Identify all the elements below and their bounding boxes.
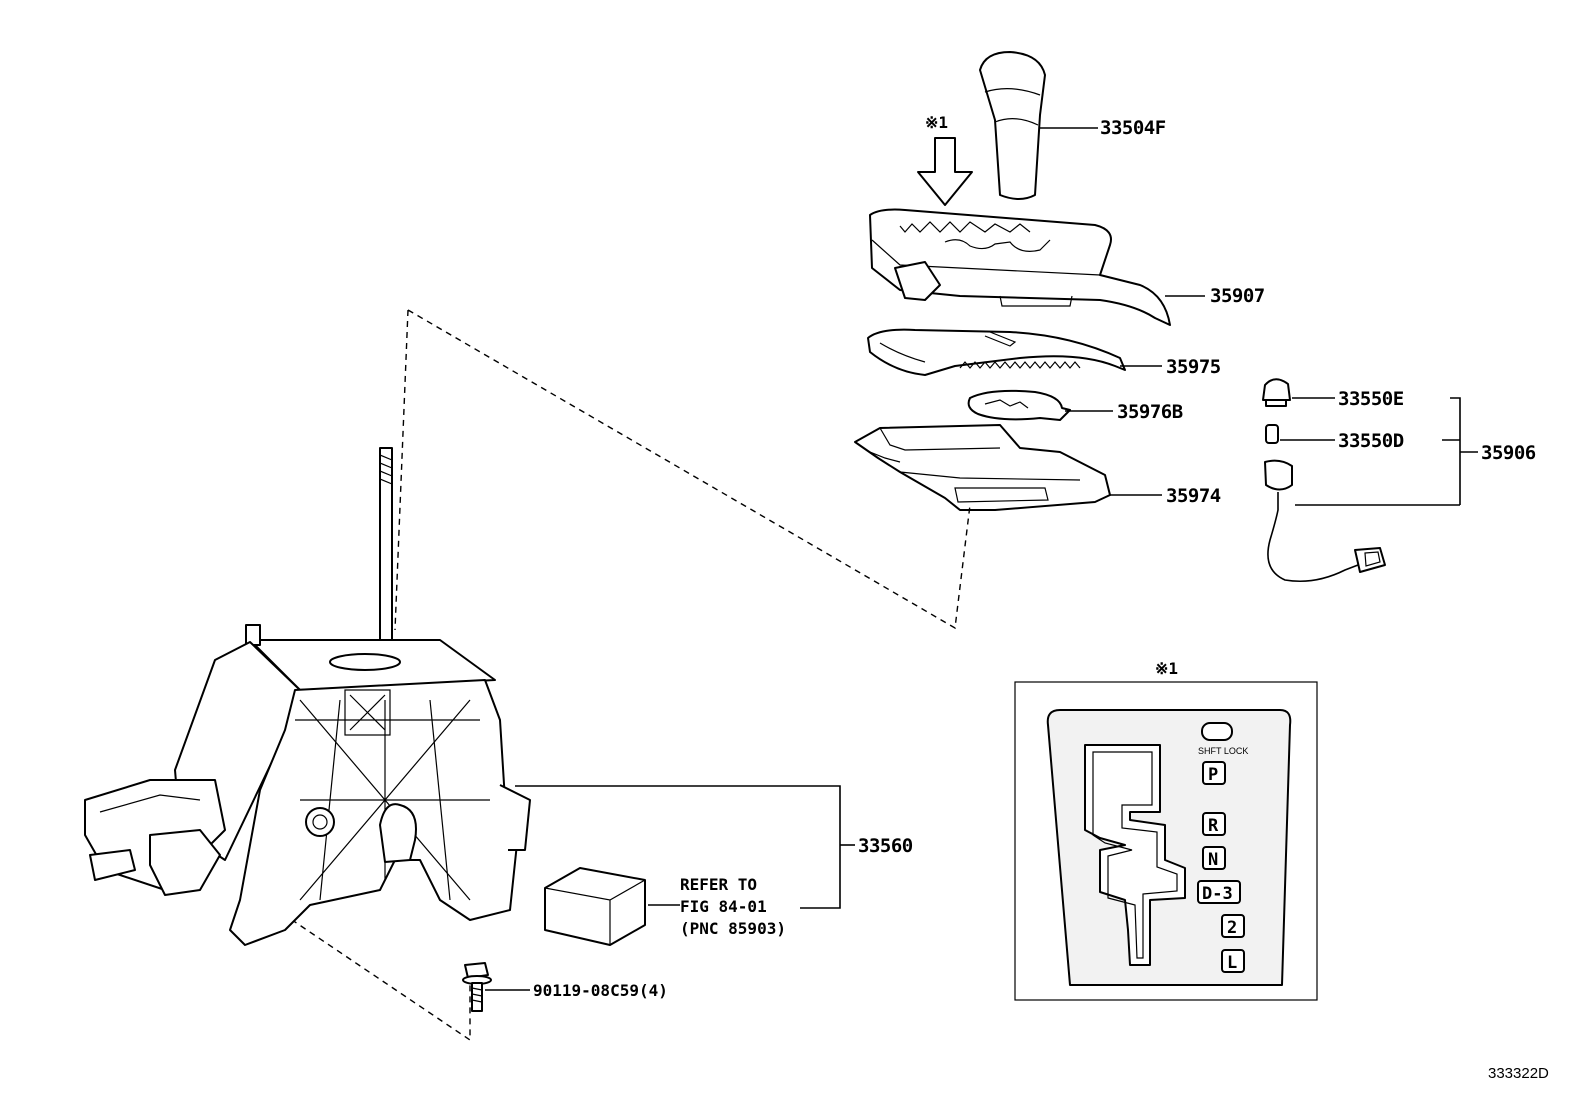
svg-text:P: P [1208, 765, 1218, 785]
socket-harness[interactable] [1264, 459, 1386, 583]
shift-gate-detail [1014, 681, 1318, 1001]
label-35974: 35974 [1166, 485, 1221, 507]
bulb-33550E[interactable] [1262, 378, 1291, 407]
label-35907: 35907 [1210, 285, 1265, 307]
label-35975: 35975 [1166, 356, 1221, 378]
plate-35975[interactable] [867, 328, 1126, 376]
diagram-id: 333322D [1488, 1065, 1549, 1082]
control-computer-box[interactable] [544, 867, 646, 946]
refer-line-1: REFER TO [680, 875, 757, 894]
label-35906: 35906 [1481, 442, 1536, 464]
refer-line-3: (PNC 85903) [680, 919, 786, 938]
shift-knob-33504F[interactable] [979, 51, 1046, 200]
label-33550D: 33550D [1338, 430, 1404, 452]
svg-text:2: 2 [1227, 918, 1237, 938]
gate-p-indicator: P [1202, 761, 1226, 785]
label-33504F: 33504F [1100, 117, 1166, 139]
svg-text:L: L [1227, 953, 1237, 973]
gate-d3-indicator: D-3 [1197, 880, 1241, 904]
note-mark-detail: ※1 [1155, 659, 1178, 678]
svg-text:D-3: D-3 [1202, 884, 1233, 904]
dashed-guide-upper [394, 309, 971, 631]
label-90119: 90119-08C59(4) [533, 981, 668, 1000]
note-mark-arrow: ※1 [925, 113, 948, 132]
label-33560: 33560 [858, 835, 913, 857]
bulb-33550D[interactable] [1265, 424, 1279, 444]
indicator-housing-35907[interactable] [869, 208, 1171, 326]
svg-text:N: N [1208, 850, 1218, 870]
dashed-guide-lower [254, 894, 471, 1042]
svg-text:R: R [1208, 816, 1219, 836]
panel-35974[interactable] [854, 424, 1111, 511]
gate-2-indicator: 2 [1221, 914, 1245, 938]
gate-n-indicator: N [1202, 846, 1226, 870]
gate-l-indicator: L [1221, 949, 1245, 973]
plate-35976B[interactable] [967, 389, 1071, 421]
shift-lever-assembly-33560[interactable] [84, 447, 531, 946]
gate-shift-lock-label: SHFT LOCK [1198, 746, 1248, 756]
bolt-90119[interactable] [462, 962, 492, 1012]
refer-line-2: FIG 84-01 [680, 897, 767, 916]
label-33550E: 33550E [1338, 388, 1404, 410]
gate-r-indicator: R [1202, 812, 1226, 836]
label-35976B: 35976B [1117, 401, 1183, 423]
down-arrow-icon [917, 137, 973, 206]
